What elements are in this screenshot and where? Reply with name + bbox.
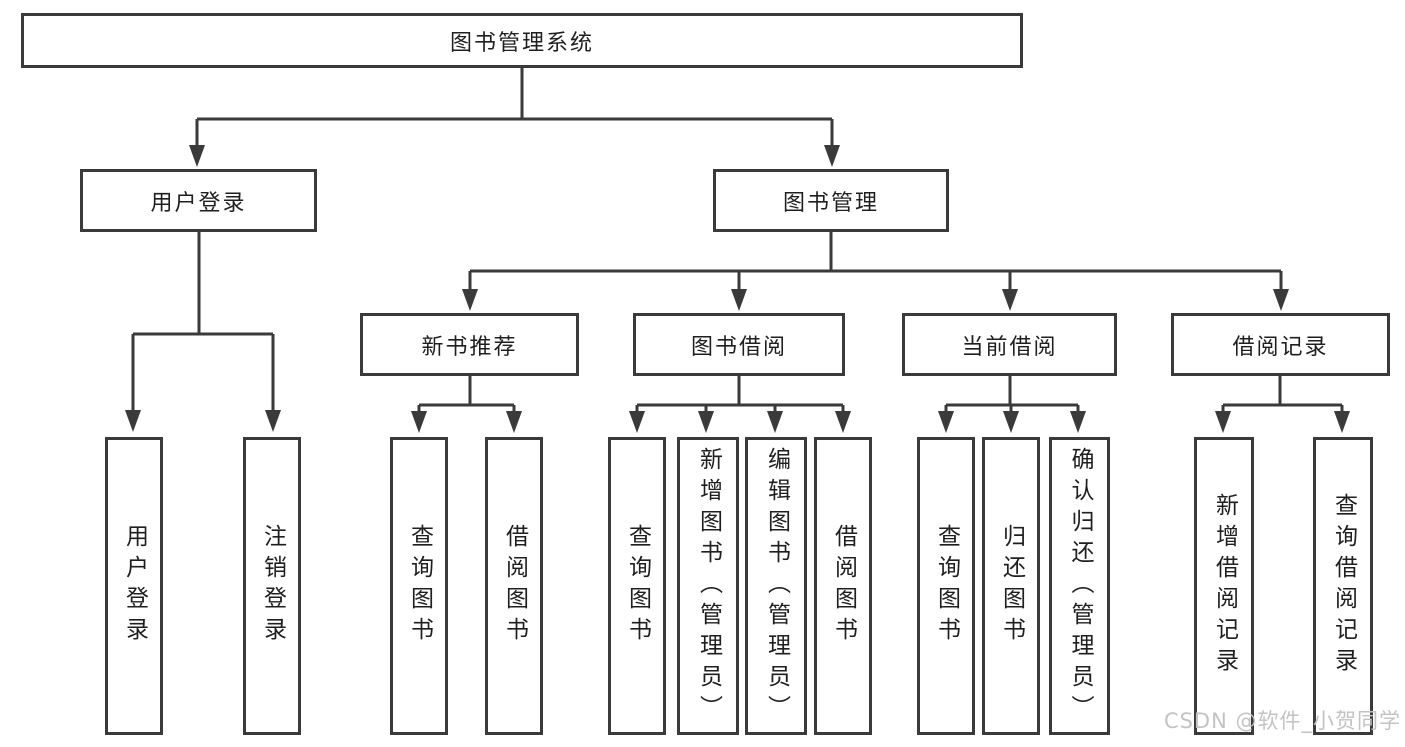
arrowhead-to-leaf-logout (265, 410, 281, 432)
node-leaf-query-books: 查询图书 (917, 437, 975, 735)
node-leaf-user-login: 用户登录 (105, 437, 163, 735)
node-leaf-borrow-books: 借阅图书 (814, 437, 872, 735)
arrowhead-leaf (1215, 411, 1231, 433)
connector-mgmt-children (468, 232, 1283, 291)
node-label: 新书推荐 (421, 334, 518, 360)
arrowhead-leaf (767, 411, 783, 433)
node-leaf-borrow-books: 借阅图书 (485, 437, 543, 735)
arrowhead-leaf (629, 411, 645, 433)
arrowhead-to-current-borrow (1002, 289, 1018, 311)
node-label: 归还图书 (998, 524, 1025, 648)
connector-record-children (1221, 376, 1344, 413)
node-leaf-confirm-return-admin: 确认归还（管理员） (1049, 437, 1110, 735)
connector-newbook-children (417, 376, 516, 413)
node-label: 当前借阅 (961, 334, 1058, 360)
node-label: 图书借阅 (690, 334, 787, 360)
node-leaf-add-books-admin: 新增图书（管理员） (677, 437, 739, 735)
connector-borrow-children (635, 376, 845, 413)
node-label: 借阅记录 (1232, 334, 1329, 360)
node-label: 借阅图书 (830, 524, 857, 648)
arrowhead-to-leaf-login (125, 410, 141, 432)
connector-current-children (944, 376, 1080, 413)
node-label: 用户登录 (121, 524, 148, 648)
node-leaf-edit-books-admin: 编辑图书（管理员） (745, 437, 807, 735)
node-leaf-query-books: 查询图书 (608, 437, 666, 735)
node-leaf-query-books: 查询图书 (390, 437, 448, 735)
node-label: 新增借阅记录 (1211, 493, 1238, 679)
node-leaf-logout: 注销登录 (243, 437, 301, 735)
arrowhead-leaf (938, 411, 954, 433)
arrowhead-to-borrow-record (1273, 289, 1289, 311)
node-borrowing-records: 借阅记录 (1171, 313, 1390, 376)
arrowhead-leaf (1334, 411, 1350, 433)
node-leaf-add-borrow-record: 新增借阅记录 (1194, 437, 1254, 735)
node-leaf-return-books: 归还图书 (982, 437, 1040, 735)
node-label: 查询图书 (933, 524, 960, 648)
connector-root-children (195, 68, 834, 147)
node-label: 新增图书（管理员） (695, 446, 722, 726)
connector-login-children (131, 232, 275, 412)
node-book-borrowing: 图书借阅 (633, 313, 845, 376)
node-label: 用户登录 (150, 190, 247, 216)
arrowhead-to-user-login (189, 145, 205, 167)
arrowhead-leaf (835, 411, 851, 433)
node-library-management-system: 图书管理系统 (21, 13, 1023, 68)
node-book-management: 图书管理 (713, 169, 949, 232)
node-label: 注销登录 (259, 524, 286, 648)
node-current-borrowing: 当前借阅 (902, 313, 1117, 376)
node-label: 图书管理 (782, 190, 879, 216)
node-new-book-recommendation: 新书推荐 (360, 313, 579, 376)
node-label: 编辑图书（管理员） (763, 446, 790, 726)
arrowhead-to-book-borrow (731, 289, 747, 311)
arrowhead-to-book-management (824, 145, 840, 167)
arrowhead-leaf (506, 411, 522, 433)
node-leaf-query-borrow-record: 查询借阅记录 (1313, 437, 1373, 735)
node-label: 确认归还（管理员） (1067, 446, 1093, 726)
node-label: 图书管理系统 (449, 30, 594, 56)
node-label: 查询图书 (406, 524, 433, 648)
csdn-watermark: CSDN @软件_小贺同学 (1163, 709, 1401, 733)
node-user-login: 用户登录 (80, 169, 317, 232)
node-label: 查询图书 (624, 524, 651, 648)
arrowhead-leaf (1003, 411, 1019, 433)
arrowhead-leaf (698, 411, 714, 433)
arrowhead-to-new-book (462, 289, 478, 311)
node-label: 借阅图书 (501, 524, 528, 648)
arrowhead-leaf (1070, 411, 1086, 433)
arrowhead-leaf (411, 411, 427, 433)
node-label: 查询借阅记录 (1330, 493, 1357, 679)
